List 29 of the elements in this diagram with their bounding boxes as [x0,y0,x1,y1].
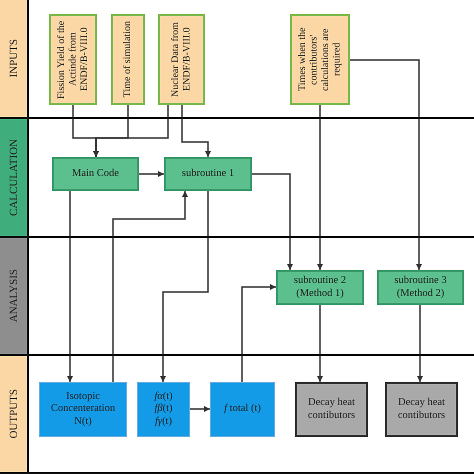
input-box: Time of simulation [111,14,145,105]
process-box: subroutine 3 (Method 2) [377,270,464,305]
connector-arrow [181,105,211,157]
connector-arrow [317,305,323,382]
connector-arrow [350,59,422,270]
result-box: Decay heat contibutors [295,382,368,437]
output-box: Isotopic Concenteration N(t) [39,382,127,437]
connector-arrow [93,105,169,157]
lane-header: OUTPUTS [0,356,29,472]
connector-arrow [317,105,323,270]
connector-arrow [417,305,423,382]
output-box: fα(t) fβ(t) fγ(t) [137,382,190,437]
connector-arrow [252,173,293,270]
process-box: subroutine 1 [164,157,252,191]
lane-header: CALCULATION [0,119,29,236]
connector-arrow [139,171,164,177]
connector-arrow [190,406,210,412]
process-box: subroutine 2 (Method 1) [276,270,364,305]
connector-arrow [67,191,73,382]
input-box: Times when the contributors' calculations are required [290,14,350,105]
result-box: Decay heat contibutors [385,382,458,437]
lane-header: ANALYSIS [0,238,29,354]
process-box: Main Code [52,157,139,191]
connector-arrow [112,191,188,382]
connector-arrow [241,284,276,382]
input-box: Nuclear Data from ENDF/B-VIII.0 [158,14,205,105]
connector-arrow [160,191,209,382]
input-box: Fission Yield of the Actinde from ENDF/B-VIII.0 [49,14,97,105]
lane-header: INPUTS [0,0,29,117]
